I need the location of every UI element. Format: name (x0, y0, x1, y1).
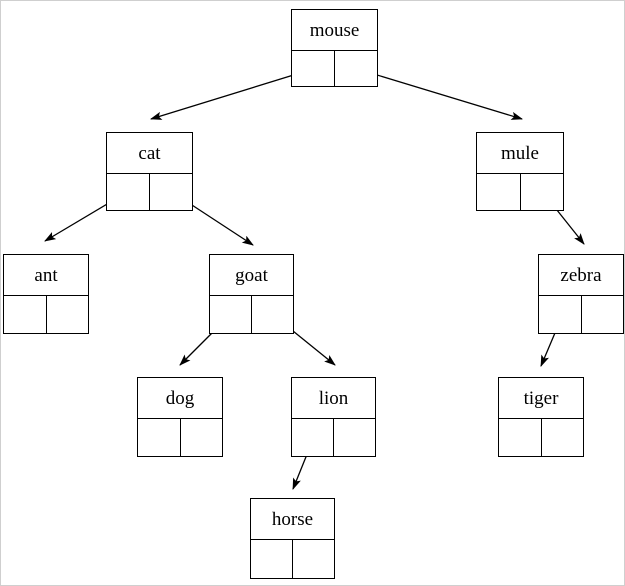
node-label-mouse: mouse (292, 10, 377, 51)
node-pointer-cells-cat (107, 174, 192, 210)
node-right-pointer-horse[interactable] (293, 540, 334, 578)
node-right-pointer-cat[interactable] (150, 174, 192, 210)
node-right-pointer-mouse[interactable] (335, 51, 377, 86)
node-left-pointer-mule[interactable] (477, 174, 521, 210)
node-right-pointer-tiger[interactable] (542, 419, 584, 456)
tree-node-ant[interactable]: ant (3, 254, 89, 334)
node-right-pointer-lion[interactable] (334, 419, 375, 456)
node-pointer-cells-goat (210, 296, 293, 333)
node-label-horse: horse (251, 499, 334, 540)
node-pointer-cells-dog (138, 419, 222, 456)
node-left-pointer-dog[interactable] (138, 419, 181, 456)
node-label-ant: ant (4, 255, 88, 296)
node-right-pointer-dog[interactable] (181, 419, 223, 456)
node-pointer-cells-mouse (292, 51, 377, 86)
node-left-pointer-cat[interactable] (107, 174, 150, 210)
tree-node-dog[interactable]: dog (137, 377, 223, 457)
node-pointer-cells-ant (4, 296, 88, 333)
node-left-pointer-tiger[interactable] (499, 419, 542, 456)
node-label-dog: dog (138, 378, 222, 419)
node-label-mule: mule (477, 133, 563, 174)
tree-node-mouse[interactable]: mouse (291, 9, 378, 87)
node-label-cat: cat (107, 133, 192, 174)
node-left-pointer-horse[interactable] (251, 540, 293, 578)
node-label-goat: goat (210, 255, 293, 296)
node-right-pointer-mule[interactable] (521, 174, 564, 210)
node-left-pointer-lion[interactable] (292, 419, 334, 456)
node-right-pointer-zebra[interactable] (582, 296, 624, 333)
node-left-pointer-goat[interactable] (210, 296, 252, 333)
tree-node-tiger[interactable]: tiger (498, 377, 584, 457)
node-pointer-cells-tiger (499, 419, 583, 456)
node-pointer-cells-lion (292, 419, 375, 456)
node-pointer-cells-horse (251, 540, 334, 578)
node-left-pointer-ant[interactable] (4, 296, 47, 333)
tree-edge-mouse-left-cat (150, 68, 314, 120)
node-pointer-cells-zebra (539, 296, 623, 333)
tree-node-mule[interactable]: mule (476, 132, 564, 211)
node-label-tiger: tiger (499, 378, 583, 419)
tree-node-goat[interactable]: goat (209, 254, 294, 334)
node-left-pointer-zebra[interactable] (539, 296, 582, 333)
node-label-zebra: zebra (539, 255, 623, 296)
tree-node-lion[interactable]: lion (291, 377, 376, 457)
node-label-lion: lion (292, 378, 375, 419)
node-pointer-cells-mule (477, 174, 563, 210)
tree-node-cat[interactable]: cat (106, 132, 193, 211)
tree-edge-mouse-right-mule (353, 67, 523, 120)
node-right-pointer-ant[interactable] (47, 296, 89, 333)
tree-node-zebra[interactable]: zebra (538, 254, 624, 334)
tree-node-horse[interactable]: horse (250, 498, 335, 579)
node-left-pointer-mouse[interactable] (292, 51, 335, 86)
node-right-pointer-goat[interactable] (252, 296, 293, 333)
